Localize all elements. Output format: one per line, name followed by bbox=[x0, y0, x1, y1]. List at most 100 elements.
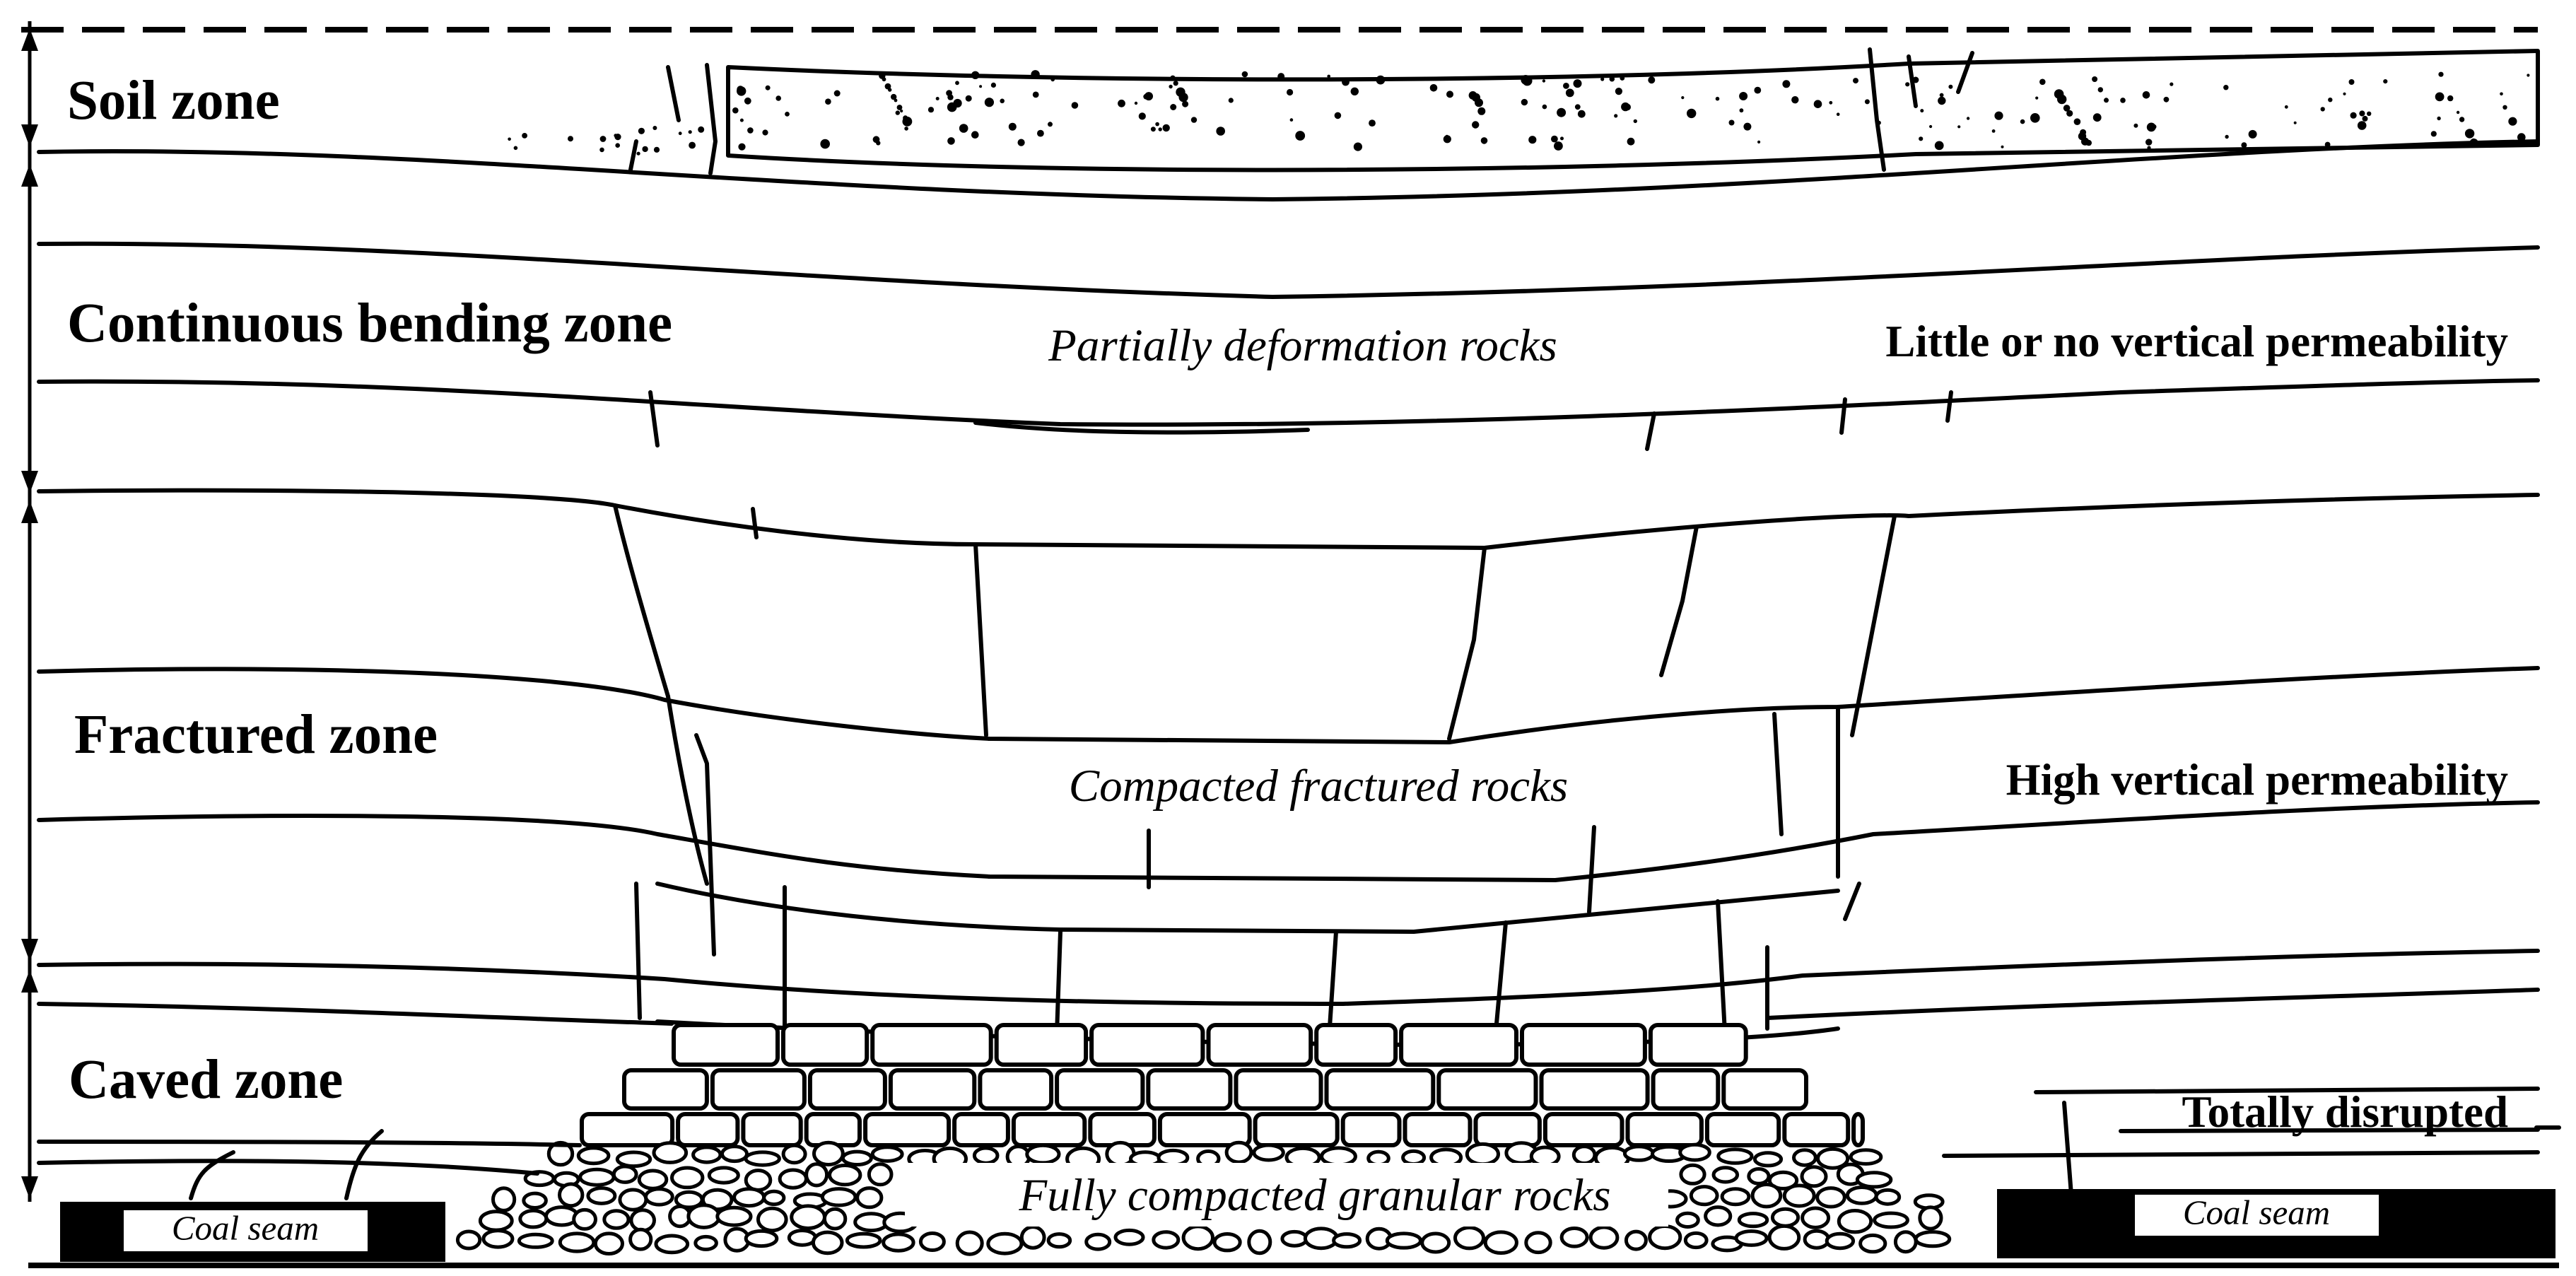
soil-speckle bbox=[1620, 76, 1625, 81]
rubble-pebble bbox=[1025, 1143, 1061, 1165]
rock-label-partial: Partially deformation rocks bbox=[1048, 320, 1557, 371]
soil-speckle bbox=[1614, 114, 1618, 118]
soil-speckle bbox=[1739, 108, 1744, 113]
soil-speckle bbox=[2362, 115, 2368, 122]
soil-speckle bbox=[1472, 121, 1480, 129]
rubble-pebble bbox=[644, 1187, 674, 1207]
rubble-pebble bbox=[558, 1182, 585, 1208]
soil-speckles bbox=[508, 70, 2530, 156]
rubble-pebble bbox=[1803, 1229, 1831, 1250]
soil-speckle bbox=[2225, 134, 2229, 139]
rubble-pebble bbox=[1704, 1205, 1733, 1227]
soil-speckle bbox=[2328, 98, 2333, 103]
soil-speckle bbox=[2293, 121, 2297, 124]
soil-speckle bbox=[614, 134, 618, 138]
rubble-pebble bbox=[1837, 1209, 1873, 1234]
rubble-pebble bbox=[870, 1145, 904, 1163]
soil-speckle bbox=[1289, 118, 1294, 122]
caved-block bbox=[741, 1112, 803, 1147]
rubble-pebble bbox=[517, 1232, 554, 1249]
soil-speckle bbox=[1162, 124, 1170, 132]
soil-speckle bbox=[1542, 104, 1547, 110]
rubble-pebble bbox=[1524, 1231, 1552, 1255]
soil-speckle bbox=[2066, 110, 2073, 117]
soil-speckle bbox=[568, 136, 573, 142]
rubble-pebble bbox=[918, 1231, 946, 1252]
rubble-pebble bbox=[790, 1204, 826, 1230]
permeability-label-high: High vertical permeability bbox=[2006, 755, 2508, 804]
rubble-pebble bbox=[691, 1145, 722, 1164]
soil-speckle bbox=[1920, 109, 1924, 113]
soil-speckle bbox=[1782, 80, 1791, 88]
rubble-pebble bbox=[1622, 1145, 1655, 1162]
soil-speckle bbox=[1350, 87, 1359, 95]
rubble-pebble bbox=[720, 1145, 749, 1164]
caved-block bbox=[1539, 1068, 1650, 1111]
rubble-pebble bbox=[1750, 1183, 1783, 1209]
caved-block bbox=[1542, 1112, 1624, 1147]
soil-speckle bbox=[895, 110, 901, 115]
soil-speckle bbox=[1557, 107, 1567, 117]
rubble-pebble bbox=[778, 1168, 809, 1190]
rubble-pebble bbox=[1747, 1167, 1771, 1186]
soil-speckle bbox=[2350, 112, 2357, 119]
rubble-pebble bbox=[670, 1166, 705, 1190]
soil-speckle bbox=[1687, 108, 1697, 119]
rubble-pebble bbox=[1849, 1148, 1883, 1166]
rubble-pebble bbox=[1152, 1230, 1181, 1250]
soil-speckle bbox=[2343, 92, 2346, 95]
rubble-pebble bbox=[1157, 1148, 1190, 1167]
bending-zone-strata bbox=[37, 241, 2540, 451]
soil-speckle bbox=[1477, 107, 1486, 115]
zone-label-fractured: Fractured zone bbox=[74, 704, 438, 766]
rubble-pebble bbox=[693, 1234, 718, 1251]
caved-block bbox=[1234, 1068, 1323, 1111]
soil-speckle bbox=[1150, 127, 1156, 132]
rubble-pebble bbox=[845, 1231, 882, 1249]
soil-speckle bbox=[688, 130, 692, 134]
soil-speckle bbox=[1032, 91, 1039, 98]
soil-speckle bbox=[653, 146, 660, 153]
soil-speckle bbox=[738, 143, 746, 151]
soil-speckle bbox=[636, 151, 640, 156]
soil-speckle bbox=[1624, 103, 1631, 111]
rubble-pebble bbox=[1800, 1165, 1828, 1188]
soil-speckle bbox=[1948, 84, 1953, 89]
soil-speckle bbox=[2147, 146, 2151, 150]
soil-speckle bbox=[1565, 88, 1574, 98]
soil-speckle bbox=[2527, 74, 2530, 77]
soil-speckle bbox=[1228, 98, 1234, 103]
soil-speckle bbox=[732, 107, 739, 114]
soil-speckle bbox=[1277, 73, 1285, 81]
soil-speckle bbox=[2039, 78, 2046, 86]
soil-speckle bbox=[2248, 129, 2257, 139]
soil-speckle bbox=[959, 124, 968, 133]
rubble-pebble bbox=[1770, 1207, 1801, 1228]
soil-speckle bbox=[2223, 85, 2229, 90]
soil-speckle bbox=[2092, 76, 2098, 82]
soil-speckle bbox=[1633, 119, 1637, 124]
rubble-pebble bbox=[1874, 1188, 1902, 1206]
soil-speckle bbox=[2471, 138, 2476, 143]
soil-speckle bbox=[1934, 141, 1944, 151]
rubble-pebble bbox=[1678, 1142, 1711, 1162]
coal-seam-right-label: Coal seam bbox=[2183, 1193, 2330, 1231]
rubble-pebble bbox=[744, 1150, 781, 1167]
rubble-pebble bbox=[1046, 1232, 1072, 1249]
rubble-pebble bbox=[1559, 1227, 1589, 1248]
soil-speckle bbox=[2133, 123, 2138, 128]
rubble-pebble bbox=[629, 1208, 657, 1233]
soil-speckle bbox=[1715, 96, 1720, 101]
caved-block bbox=[863, 1112, 952, 1147]
rubble-pebble bbox=[1858, 1233, 1887, 1254]
soil-speckle bbox=[2163, 96, 2170, 103]
soil-speckle bbox=[2435, 92, 2445, 102]
soil-speckle bbox=[1521, 75, 1531, 85]
soil-speckle bbox=[1170, 104, 1177, 110]
rubble-pebble bbox=[1648, 1224, 1682, 1251]
rubble-pebble bbox=[1483, 1230, 1518, 1255]
soil-speckle bbox=[1577, 110, 1586, 118]
caved-zone-blocks bbox=[580, 1023, 1866, 1147]
soil-speckle bbox=[896, 105, 903, 110]
soil-zone-arrow bbox=[21, 28, 38, 147]
